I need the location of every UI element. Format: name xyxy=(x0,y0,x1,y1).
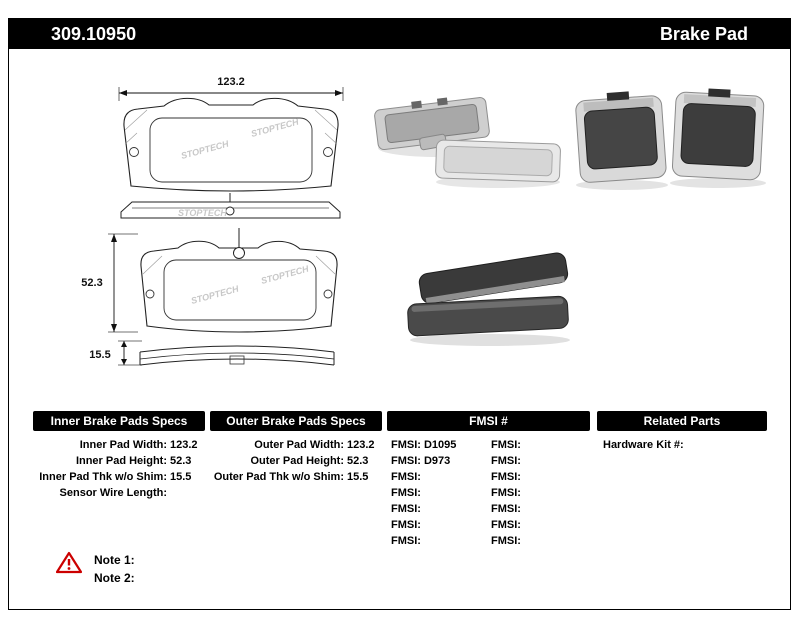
note-1: Note 1: xyxy=(94,553,135,567)
drawing-front-view-width: 123.2 STOPTECH STOPTECH xyxy=(118,76,344,192)
fmsi-label: FMSI: xyxy=(391,503,421,515)
spec-label: Sensor Wire Length: xyxy=(59,487,167,499)
fmsi-cell: FMSI:D1095 xyxy=(391,437,491,453)
fmsi-label: FMSI: xyxy=(391,487,421,499)
dim-height-label: 52.3 xyxy=(81,277,102,289)
product-photo-pads-middle xyxy=(407,252,570,346)
fmsi-label: FMSI: xyxy=(491,519,521,531)
fmsi-label: FMSI: xyxy=(491,455,521,467)
table-row: Outer Pad Height: 52.3 xyxy=(210,453,390,469)
drawing-top-view: STOPTECH xyxy=(120,193,341,219)
fmsi-cell: FMSI: xyxy=(491,469,591,485)
fmsi-cell: FMSI: xyxy=(391,469,491,485)
page-title: Brake Pad xyxy=(659,23,748,44)
dim-thickness-label: 15.5 xyxy=(89,349,110,361)
fmsi-label: FMSI: xyxy=(491,439,521,451)
product-photo-pads-top xyxy=(374,97,561,188)
drawing-front-view-height: 52.3 STOPTECH STOPTECH xyxy=(81,228,338,333)
fmsi-cell: FMSI: xyxy=(491,533,591,549)
dim-width-label: 123.2 xyxy=(217,76,245,88)
spec-value: 123.2 xyxy=(347,439,375,451)
table-row: FMSI:D1095 FMSI: xyxy=(391,437,591,453)
fmsi-label: FMSI: xyxy=(491,535,521,547)
table-row: Outer Pad Width: 123.2 xyxy=(210,437,390,453)
related-parts-table: Hardware Kit #: xyxy=(603,437,773,453)
outer-specs-header: Outer Brake Pads Specs xyxy=(210,411,382,431)
table-row: Inner Pad Thk w/o Shim: 15.5 xyxy=(33,469,213,485)
table-row: FMSI: FMSI: xyxy=(391,533,591,549)
fmsi-cell: FMSI: xyxy=(391,485,491,501)
fmsi-label: FMSI: xyxy=(391,439,421,451)
table-row: Sensor Wire Length: xyxy=(33,485,213,501)
fmsi-value: D1095 xyxy=(423,439,457,451)
fmsi-label: FMSI: xyxy=(391,455,421,467)
spec-label: Hardware Kit #: xyxy=(603,439,684,451)
spec-label: Outer Pad Height: xyxy=(250,455,344,467)
fmsi-label: FMSI: xyxy=(391,471,421,483)
spec-label: Outer Pad Thk w/o Shim: xyxy=(213,471,344,483)
spec-value: 15.5 xyxy=(347,471,369,483)
warning-triangle-icon xyxy=(56,551,82,574)
watermark-text: STOPTECH xyxy=(178,208,227,218)
fmsi-cell: FMSI: xyxy=(491,453,591,469)
fmsi-cell: FMSI: xyxy=(391,517,491,533)
table-row: Inner Pad Height: 52.3 xyxy=(33,453,213,469)
fmsi-cell: FMSI: xyxy=(491,501,591,517)
fmsi-table: FMSI:D1095 FMSI: FMSI:D973 FMSI: FMSI: F… xyxy=(391,437,591,549)
spec-value: 15.5 xyxy=(170,471,192,483)
fmsi-cell: FMSI: xyxy=(391,533,491,549)
fmsi-label: FMSI: xyxy=(391,535,421,547)
table-row: FMSI: FMSI: xyxy=(391,485,591,501)
spec-label: Outer Pad Width: xyxy=(254,439,344,451)
spec-value: 52.3 xyxy=(347,455,369,467)
spec-value: 52.3 xyxy=(170,455,192,467)
table-row: FMSI: FMSI: xyxy=(391,517,591,533)
fmsi-cell: FMSI: xyxy=(491,437,591,453)
fmsi-value: D973 xyxy=(423,455,451,467)
table-row: FMSI: FMSI: xyxy=(391,469,591,485)
table-row: FMSI:D973 FMSI: xyxy=(391,453,591,469)
header-bar: 309.10950 Brake Pad xyxy=(9,19,790,49)
related-parts-header: Related Parts xyxy=(597,411,767,431)
spec-label: Inner Pad Height: xyxy=(75,455,167,467)
fmsi-label: FMSI: xyxy=(391,519,421,531)
table-row: Outer Pad Thk w/o Shim: 15.5 xyxy=(210,469,390,485)
fmsi-cell: FMSI: xyxy=(391,501,491,517)
spec-value: 123.2 xyxy=(170,439,198,451)
part-number: 309.10950 xyxy=(51,23,137,44)
fmsi-header: FMSI # xyxy=(387,411,590,431)
fmsi-label: FMSI: xyxy=(491,487,521,499)
table-row: Inner Pad Width: 123.2 xyxy=(33,437,213,453)
page-border xyxy=(8,18,791,610)
spec-label: Inner Pad Thk w/o Shim: xyxy=(39,471,167,483)
spec-label: Inner Pad Width: xyxy=(79,439,167,451)
table-row: Hardware Kit #: xyxy=(603,437,773,453)
drawing-side-view-thickness: 15.5 xyxy=(89,340,335,366)
fmsi-label: FMSI: xyxy=(491,503,521,515)
inner-specs-header: Inner Brake Pads Specs xyxy=(33,411,205,431)
fmsi-cell: FMSI: xyxy=(491,517,591,533)
outer-specs-table: Outer Pad Width: 123.2 Outer Pad Height:… xyxy=(210,437,390,485)
fmsi-cell: FMSI:D973 xyxy=(391,453,491,469)
inner-specs-table: Inner Pad Width: 123.2 Inner Pad Height:… xyxy=(33,437,213,501)
product-photo-pads-right xyxy=(575,88,766,190)
fmsi-cell: FMSI: xyxy=(491,485,591,501)
table-row: FMSI: FMSI: xyxy=(391,501,591,517)
fmsi-label: FMSI: xyxy=(491,471,521,483)
note-2: Note 2: xyxy=(94,571,135,585)
